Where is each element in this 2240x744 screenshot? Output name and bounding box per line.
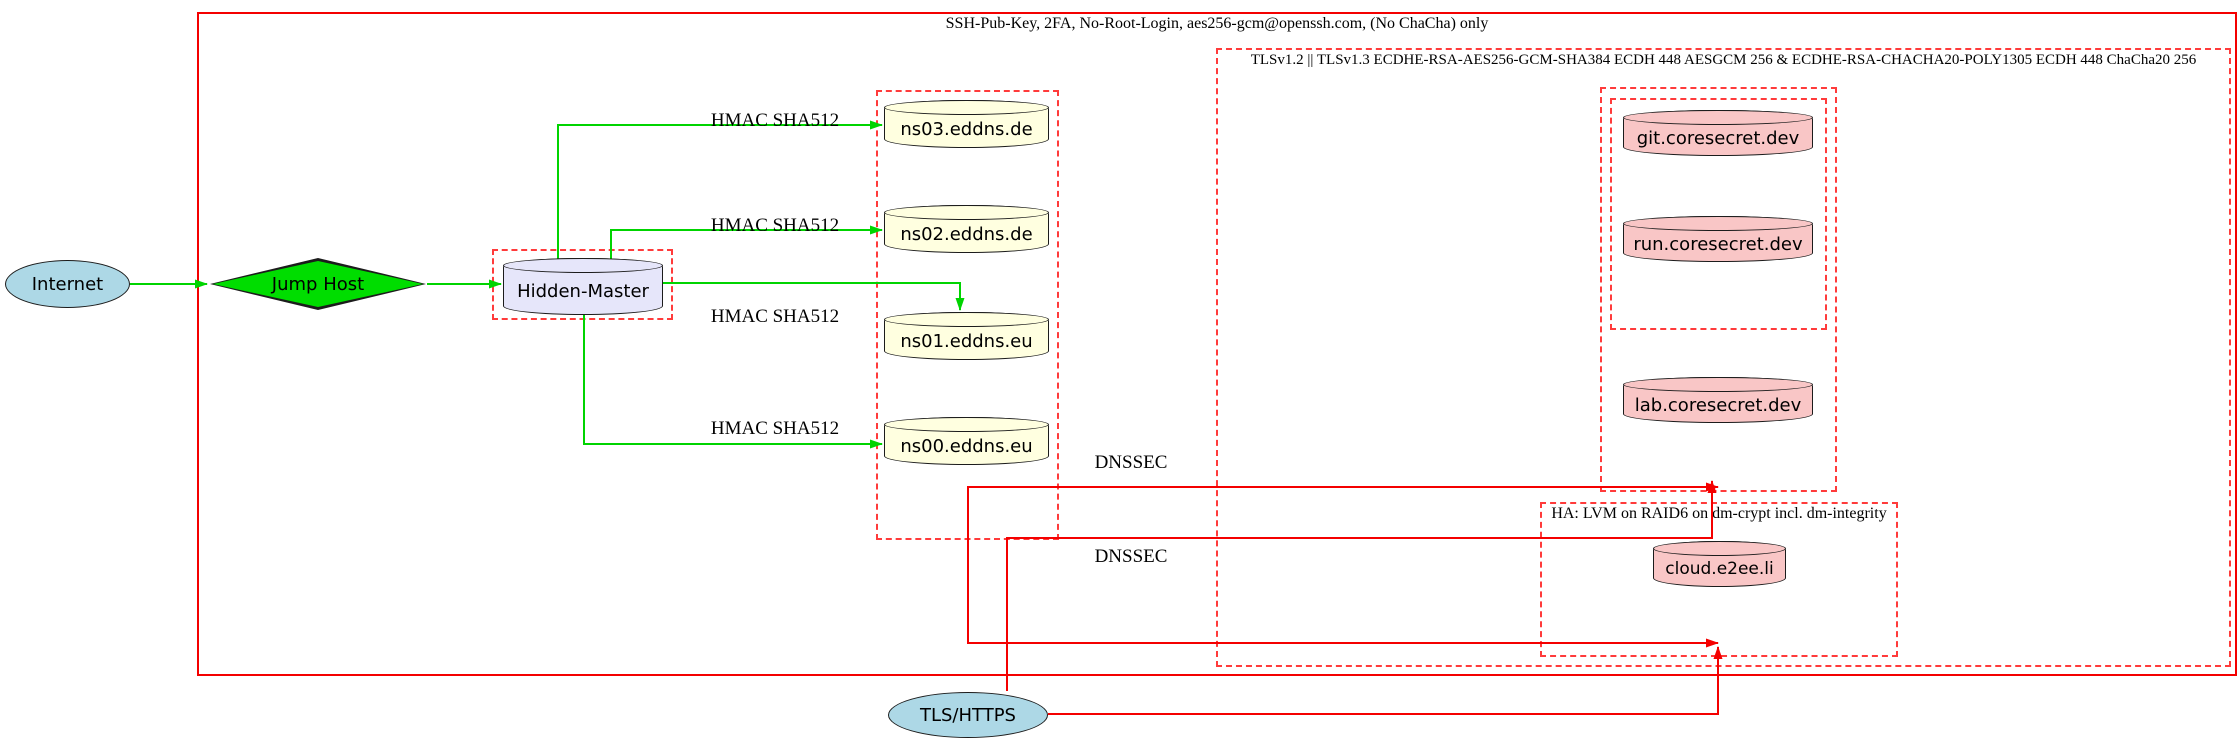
ssh-cluster-box (197, 12, 2237, 676)
edge-dnssec-to-coresecret (967, 482, 1719, 541)
node-ns02-label: ns02.eddns.de (900, 223, 1033, 245)
node-lab-label: lab.coresecret.dev (1634, 394, 1802, 416)
node-internet-label: Internet (31, 273, 104, 295)
node-ns00-label: ns00.eddns.eu (900, 435, 1033, 457)
cylinder-cap (1653, 541, 1786, 556)
hmac-label-ns00: HMAC SHA512 (710, 418, 840, 439)
ssh-cluster-label: SSH-Pub-Key, 2FA, No-Root-Login, aes256-… (945, 15, 1489, 32)
dnssec-label-1: DNSSEC (1094, 452, 1168, 473)
node-tls-https: TLS/HTTPS (888, 692, 1048, 738)
hmac-label-ns02: HMAC SHA512 (710, 215, 840, 236)
tls-cluster-label: TLSv1.2 || TLSv1.3 ECDHE-RSA-AES256-GCM-… (1250, 52, 2197, 68)
node-cloud-e2ee: cloud.e2ee.li (1653, 541, 1786, 587)
node-tls-https-label: TLS/HTTPS (919, 704, 1016, 726)
node-ns02: ns02.eddns.de (884, 205, 1049, 253)
node-ns03-label: ns03.eddns.de (900, 118, 1033, 140)
cylinder-cap (884, 205, 1049, 220)
hmac-label-ns03: HMAC SHA512 (710, 110, 840, 131)
node-run-label: run.coresecret.dev (1633, 233, 1803, 255)
edge-hiddenmaster-to-ns01 (663, 282, 965, 311)
dnssec-label-2: DNSSEC (1094, 546, 1168, 567)
node-hidden-master-label: Hidden-Master (517, 281, 649, 302)
edge-hiddenmaster-to-ns03 (557, 120, 883, 262)
node-run-coresecret: run.coresecret.dev (1623, 216, 1813, 262)
node-git-coresecret: git.coresecret.dev (1623, 110, 1813, 156)
cylinder-cap (884, 417, 1049, 432)
node-ns01-label: ns01.eddns.eu (900, 330, 1033, 352)
coresecret-inner-cluster-box (1610, 98, 1827, 330)
edge-hiddenmaster-to-ns00 (583, 315, 883, 449)
node-hidden-master: Hidden-Master (503, 258, 663, 315)
node-ns01: ns01.eddns.eu (884, 312, 1049, 360)
cylinder-cap (884, 100, 1049, 115)
cylinder-cap (1623, 110, 1813, 125)
cylinder-cap (503, 258, 663, 273)
edge-dnssec-to-ha (967, 540, 1719, 648)
node-ns00: ns00.eddns.eu (884, 417, 1049, 465)
hmac-label-ns01: HMAC SHA512 (710, 306, 840, 327)
node-jump-host-label: Jump Host (271, 273, 365, 295)
node-lab-coresecret: lab.coresecret.dev (1623, 377, 1813, 423)
ha-cluster-label: HA: LVM on RAID6 on dm-crypt incl. dm-in… (1551, 505, 1887, 522)
node-ns03: ns03.eddns.de (884, 100, 1049, 148)
edge-hiddenmaster-to-ns02 (610, 225, 883, 262)
edge-tlshttps-to-ha (1048, 646, 1723, 715)
cylinder-cap (1623, 377, 1813, 392)
tls-cluster-box (1216, 48, 2231, 667)
edge-tlshttps-to-coresecret (1006, 480, 1717, 691)
node-git-label: git.coresecret.dev (1636, 127, 1800, 149)
node-internet: Internet (5, 260, 130, 308)
node-cloud-label: cloud.e2ee.li (1665, 559, 1774, 579)
cylinder-cap (884, 312, 1049, 327)
cylinder-cap (1623, 216, 1813, 231)
node-jump-host: Jump Host (210, 258, 426, 310)
